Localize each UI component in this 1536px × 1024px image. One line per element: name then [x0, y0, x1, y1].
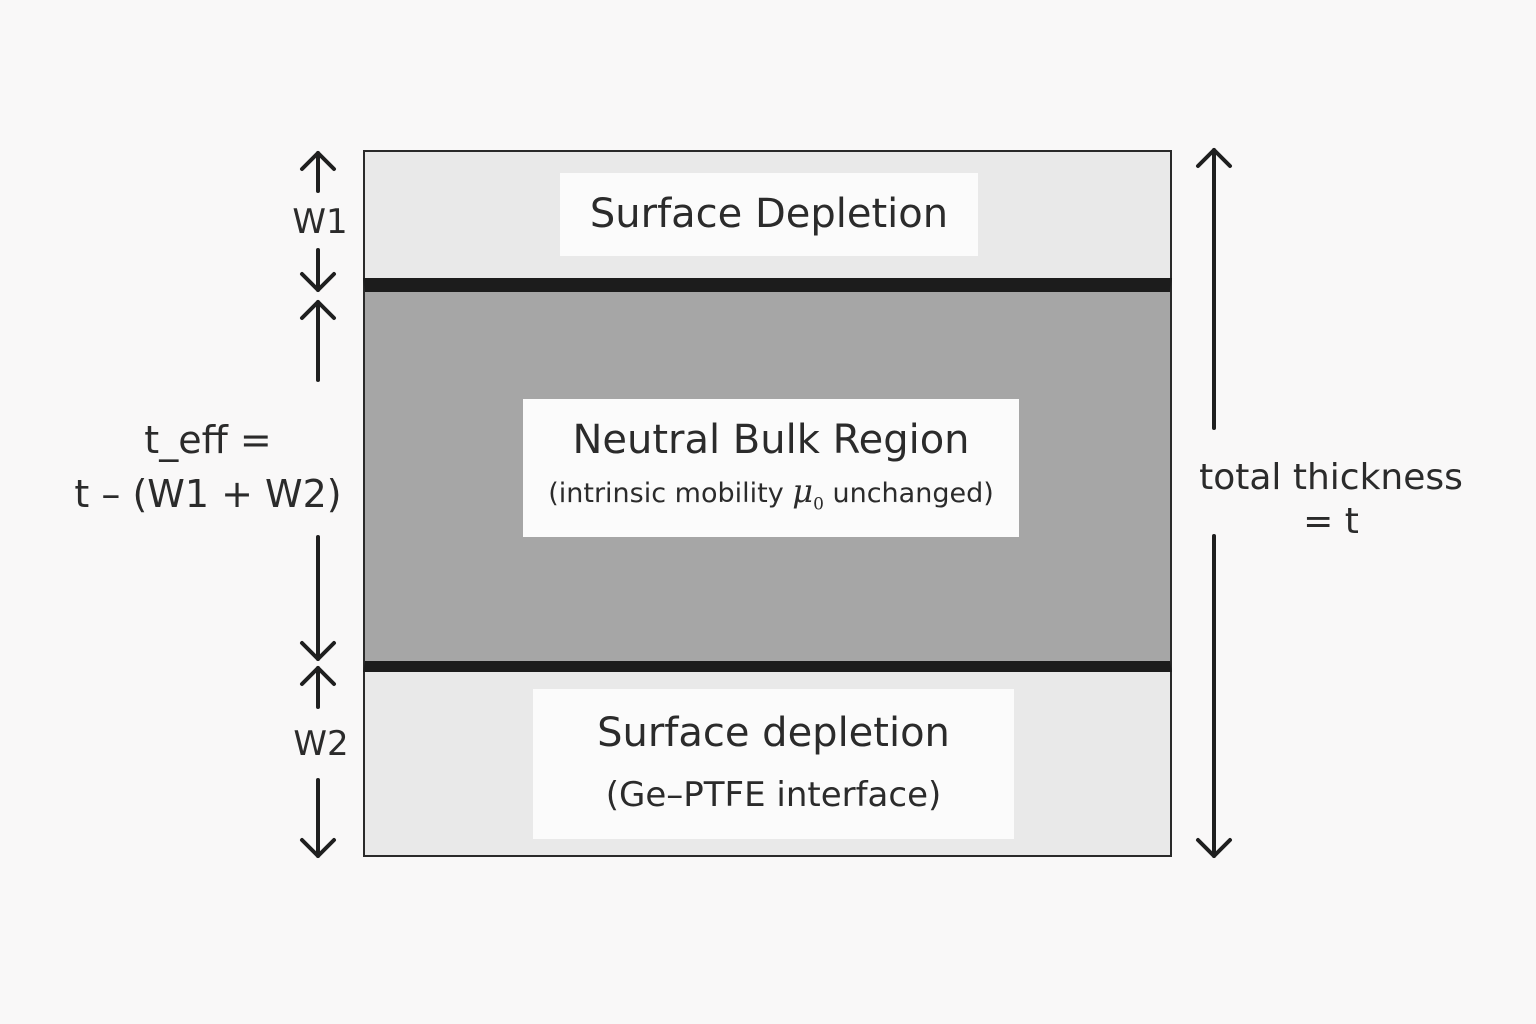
top-layer-label-box: Surface Depletion — [560, 173, 978, 256]
bulk-sublabel-suffix: unchanged) — [823, 478, 994, 509]
t-eff-down-arrow-icon — [300, 535, 336, 661]
t-eff-line2: t – (W1 + W2) — [74, 472, 342, 516]
top-layer-label: Surface Depletion — [589, 191, 949, 237]
bulk-sublabel-prefix: (intrinsic mobility — [548, 478, 793, 509]
bottom-layer-label-box: Surface depletion (Ge–PTFE interface) — [533, 689, 1014, 839]
t-eff-up-arrow-icon — [300, 300, 336, 382]
w1-down-arrow-icon — [300, 248, 336, 292]
w1-label: W1 — [292, 202, 348, 242]
total-down-arrow-icon — [1196, 534, 1232, 858]
mu-subscript: 0 — [813, 494, 824, 515]
mu-symbol: μ0 — [792, 472, 824, 514]
bulk-layer-label: Neutral Bulk Region — [572, 417, 970, 463]
w2-up-arrow-icon — [300, 666, 336, 709]
bulk-layer-label-box: Neutral Bulk Region (intrinsic mobility … — [523, 399, 1019, 537]
total-thickness-line1: total thickness — [1199, 457, 1463, 498]
total-up-arrow-icon — [1196, 148, 1232, 430]
bottom-layer-sublabel: (Ge–PTFE interface) — [605, 775, 942, 815]
bulk-layer-sublabel: (intrinsic mobility μ0 unchanged) — [523, 471, 1019, 524]
bottom-layer-label: Surface depletion — [597, 710, 950, 756]
t-eff-label: t_eff = t – (W1 + W2) — [50, 413, 366, 521]
w2-label: W2 — [293, 724, 349, 764]
total-thickness-label: total thickness = t — [1186, 456, 1476, 544]
t-eff-line1: t_eff = — [144, 418, 272, 462]
mu-glyph: μ — [792, 472, 814, 510]
w2-down-arrow-icon — [300, 778, 336, 858]
total-thickness-line2: = t — [1303, 501, 1359, 542]
w1-up-arrow-icon — [300, 151, 336, 193]
